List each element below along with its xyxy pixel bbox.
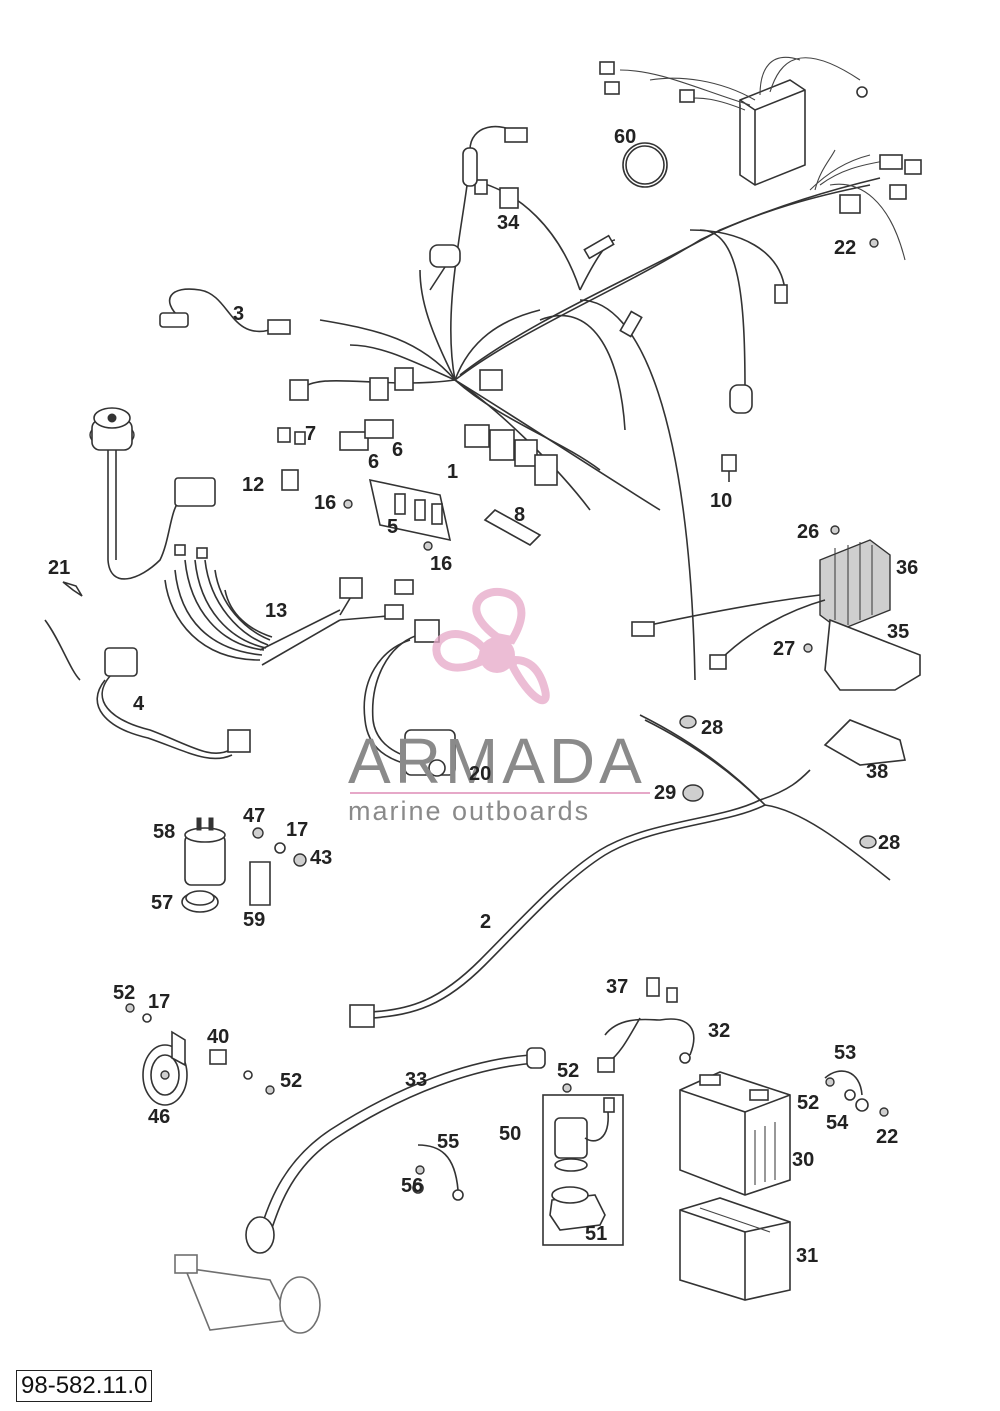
module-4 — [44, 619, 251, 760]
battery-30 — [679, 1071, 791, 1196]
callout-label: 6 — [368, 451, 379, 473]
cable-tie — [622, 142, 668, 188]
callout-label: 32 — [708, 1020, 730, 1042]
callout-label: 12 — [242, 474, 264, 496]
callout-label: 55 — [437, 1131, 459, 1153]
watermark-logo — [432, 587, 550, 705]
callout-label: 46 — [148, 1106, 170, 1128]
callout-label: 53 — [834, 1042, 856, 1064]
callout-label: 7 — [305, 423, 316, 445]
callout-label: 17 — [286, 819, 308, 841]
regulator-36 — [631, 525, 891, 670]
cable-2 — [349, 714, 891, 1028]
callout-label: 52 — [280, 1070, 302, 1092]
callout-label: 6 — [392, 439, 403, 461]
horn-46 — [125, 1003, 275, 1106]
hose-8 — [483, 509, 542, 546]
callout-label: 16 — [430, 553, 452, 575]
sensor-3 — [159, 288, 291, 335]
callout-label: 50 — [499, 1123, 521, 1145]
callout-label: 13 — [265, 600, 287, 622]
callout-label: 54 — [826, 1112, 849, 1134]
callout-label: 59 — [243, 909, 265, 931]
callout-label: 47 — [243, 805, 265, 827]
callout-label: 57 — [151, 892, 173, 914]
callout-label: 31 — [796, 1245, 818, 1267]
callout-label: 26 — [797, 521, 819, 543]
callout-label: 60 — [614, 126, 636, 148]
relay-parts — [277, 367, 558, 551]
callout-label: 2 — [480, 911, 491, 933]
callout-label: 22 — [876, 1126, 898, 1148]
callout-label: 28 — [701, 717, 723, 739]
callout-label: 17 — [148, 991, 170, 1013]
callout-label: 40 — [207, 1026, 229, 1048]
callout-label: 52 — [113, 982, 135, 1004]
wiring-loom-13 — [164, 544, 414, 666]
callout-label: 10 — [710, 490, 732, 512]
callout-label: 4 — [133, 693, 145, 715]
callout-label: 3 — [233, 303, 244, 325]
starter-cable-33 — [245, 1047, 546, 1254]
fuse-21 — [62, 581, 83, 597]
callout-label: 36 — [896, 557, 918, 579]
callout-label: 16 — [314, 492, 336, 514]
ignition-switch — [89, 407, 216, 580]
callout-label: 52 — [557, 1060, 579, 1082]
switch-10 — [721, 384, 753, 482]
callout-label: 43 — [310, 847, 332, 869]
battery-tray-31 — [679, 1197, 791, 1301]
callout-label: 34 — [497, 212, 520, 234]
callout-label: 38 — [866, 761, 888, 783]
callout-label: 52 — [797, 1092, 819, 1114]
bracket-35 — [824, 618, 921, 691]
callout-label: 56 — [401, 1175, 423, 1197]
main-harness — [299, 125, 906, 681]
callout-label: 51 — [585, 1223, 607, 1245]
callout-label: 27 — [773, 638, 795, 660]
relay-group-50-51 — [542, 1083, 624, 1246]
watermark-brand: ARMADA — [348, 725, 646, 797]
diagram-reference-number: 98-582.11.0 — [16, 1370, 153, 1402]
callout-label: 21 — [48, 557, 70, 579]
relay-20 — [363, 619, 456, 777]
callout-labels: 1 2 3 4 5 6 6 7 8 10 12 13 16 16 17 17 2… — [48, 126, 918, 1267]
callout-label: 28 — [878, 832, 900, 854]
connector-34 — [499, 187, 519, 209]
callout-label: 22 — [834, 237, 856, 259]
spark-plug-cap — [429, 244, 461, 268]
callout-label: 35 — [887, 621, 909, 643]
callout-label: 30 — [792, 1149, 814, 1171]
callout-label: 8 — [514, 504, 525, 526]
callout-label: 58 — [153, 821, 175, 843]
watermark-tagline: marine outboards — [348, 796, 590, 826]
fuse-cable-32 — [597, 977, 695, 1073]
callout-label: 33 — [405, 1069, 427, 1091]
callout-label: 20 — [469, 763, 491, 785]
callout-label: 37 — [606, 976, 628, 998]
callout-label: 29 — [654, 782, 676, 804]
cdi-unit — [599, 56, 922, 214]
starter-motor — [174, 1254, 321, 1334]
callout-label: 5 — [387, 516, 398, 538]
capacitor-58 — [181, 817, 226, 913]
plate-38 — [823, 719, 906, 766]
callout-label: 1 — [447, 461, 458, 483]
